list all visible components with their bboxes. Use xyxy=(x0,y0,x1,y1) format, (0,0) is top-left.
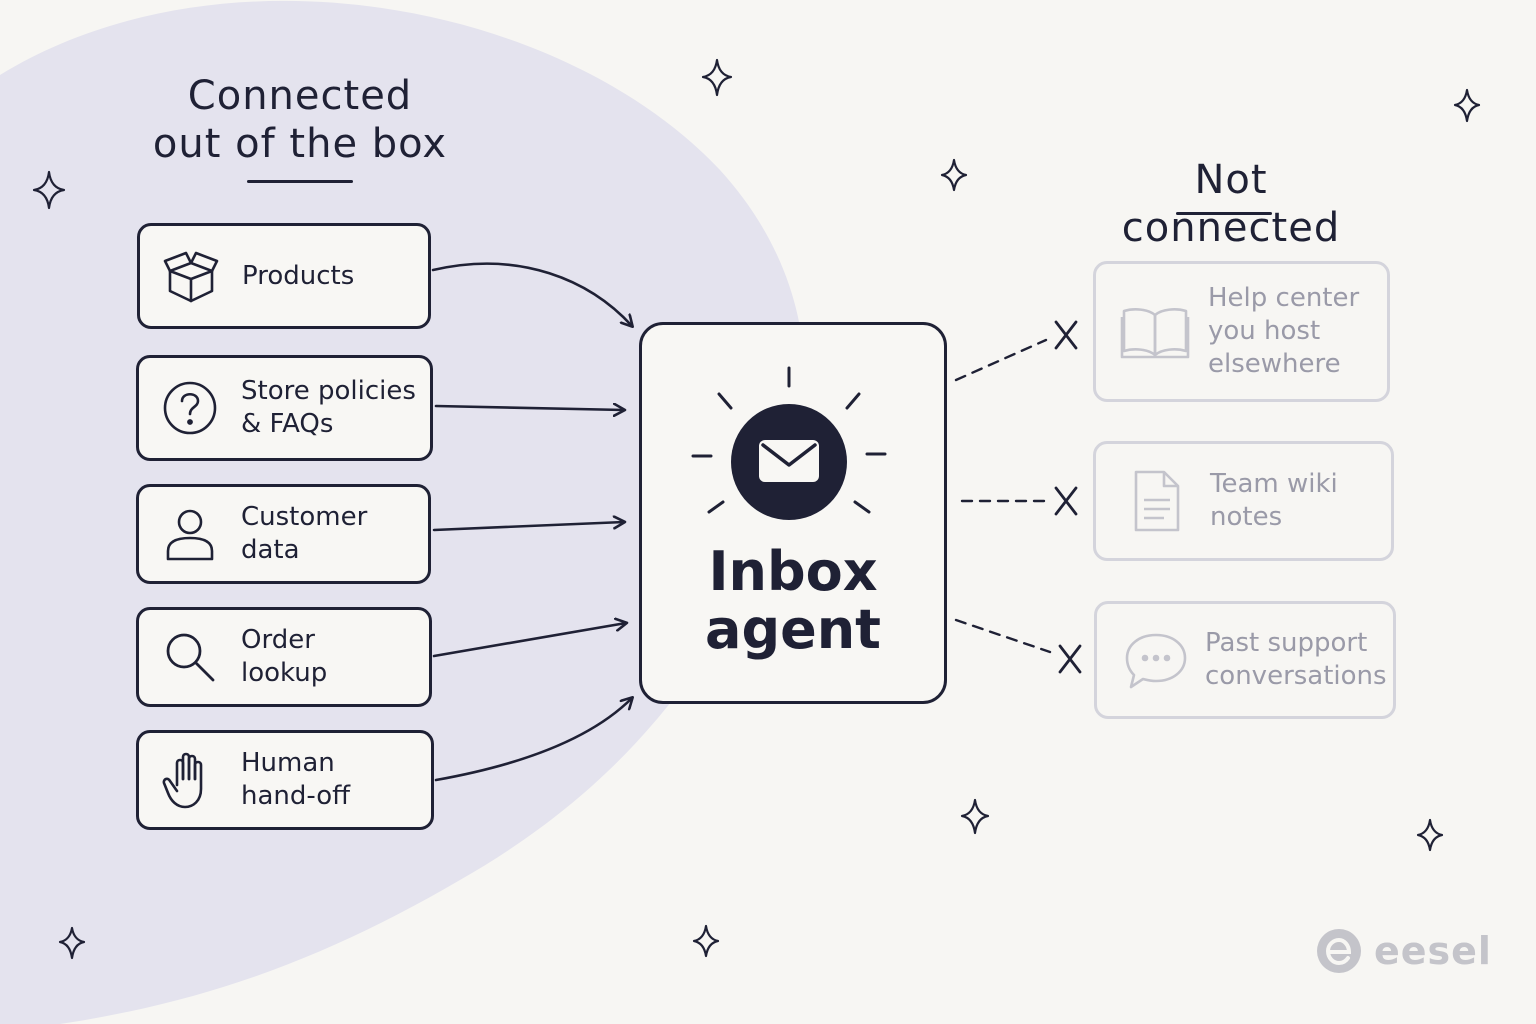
connected-heading: Connected out of the box xyxy=(152,73,448,167)
document-icon xyxy=(1134,470,1180,532)
sparkle-icon xyxy=(1416,818,1444,852)
sparkle-icon xyxy=(32,170,66,210)
sparkle-icon xyxy=(58,926,86,960)
search-icon xyxy=(166,633,215,682)
arrow-products xyxy=(431,262,632,326)
connected-card-label: Human hand-off xyxy=(241,748,351,811)
eesel-logo-mark xyxy=(1317,929,1361,973)
connected-card-label: Order lookup xyxy=(241,625,328,688)
x-mark-team-wiki xyxy=(1054,486,1078,516)
sparkle-icon xyxy=(940,158,968,192)
connected-card-customer-data: Customer data xyxy=(136,484,431,584)
connected-card-label: Store policies & FAQs xyxy=(241,376,416,439)
connected-card-products: Products xyxy=(137,223,431,329)
sparkle-icon xyxy=(1453,88,1481,123)
arrow-order-lookup xyxy=(432,623,626,658)
connected-card-human-handoff: Human hand-off xyxy=(136,730,434,830)
inbox-agent-label: Inbox agent xyxy=(705,540,881,661)
not-connected-card-label: Help center you host elsewhere xyxy=(1208,283,1360,379)
not-connected-heading-underline xyxy=(1176,212,1272,215)
arrow-store-policies xyxy=(434,406,624,410)
user-icon xyxy=(166,509,214,561)
mail-icon xyxy=(691,366,887,520)
connected-card-store-policies: Store policies & FAQs xyxy=(136,355,433,461)
not-connected-card-label: Team wiki notes xyxy=(1210,469,1338,532)
dashed-link-past-conversations xyxy=(954,618,1052,654)
hand-icon xyxy=(162,752,203,809)
connected-card-order-lookup: Order lookup xyxy=(136,607,432,707)
question-circle-icon xyxy=(163,381,217,435)
not-connected-card-past-conversations: Past support conversations xyxy=(1094,601,1396,719)
dashed-link-help-center xyxy=(954,338,1048,382)
arrow-human-handoff xyxy=(434,698,632,782)
box-icon xyxy=(163,251,219,303)
sparkle-icon xyxy=(960,798,990,835)
connected-card-label: Customer data xyxy=(241,502,368,565)
connected-heading-underline xyxy=(247,180,353,183)
not-connected-card-help-center: Help center you host elsewhere xyxy=(1093,261,1390,402)
sparkle-icon xyxy=(692,924,720,958)
sparkle-group xyxy=(32,58,1481,960)
inbox-agent-box: Inbox agent xyxy=(639,322,947,704)
chat-bubble-icon xyxy=(1125,633,1187,689)
not-connected-card-team-wiki: Team wiki notes xyxy=(1093,441,1394,561)
not-connected-card-label: Past support conversations xyxy=(1205,628,1387,691)
book-icon xyxy=(1120,307,1190,358)
x-mark-past-conversations xyxy=(1058,644,1082,674)
x-mark-help-center xyxy=(1054,320,1078,350)
sparkle-icon xyxy=(701,58,733,97)
connected-card-label: Products xyxy=(242,260,355,291)
eesel-logo: eesel xyxy=(1316,928,1492,974)
arrow-customer-data xyxy=(432,522,624,532)
eesel-logo-text: eesel xyxy=(1374,929,1492,973)
